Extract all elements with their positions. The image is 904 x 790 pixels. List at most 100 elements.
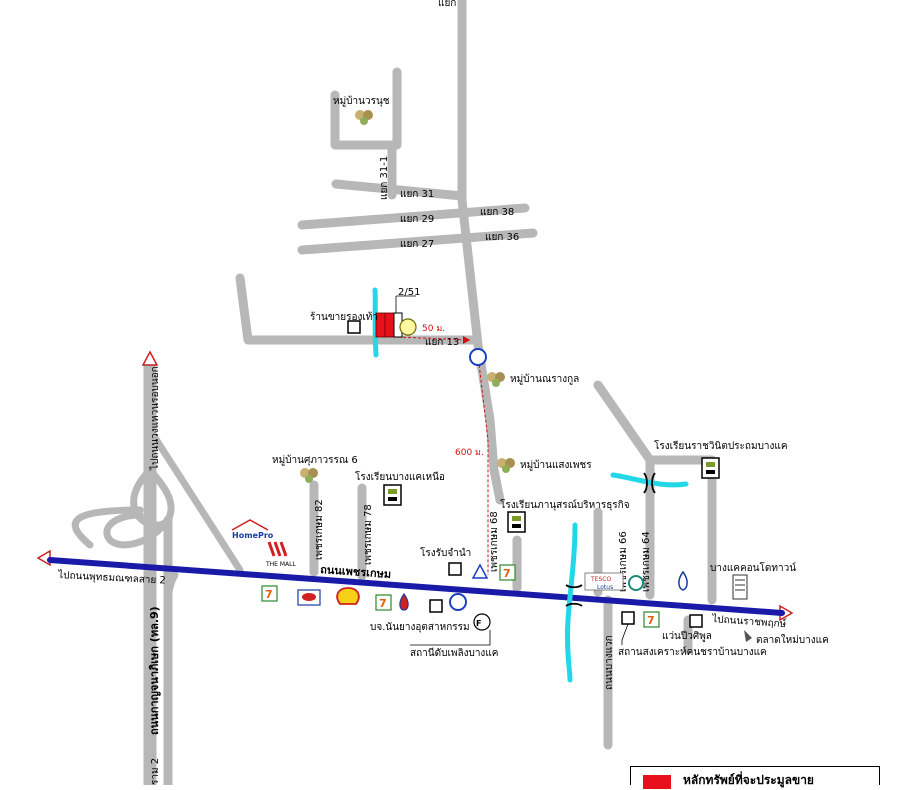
label-pawn-shop: โรงรับจำนำ bbox=[420, 546, 471, 559]
label-soi-31-1: แยก 31-1 bbox=[379, 156, 390, 200]
svg-text:HomePro: HomePro bbox=[232, 531, 274, 540]
label-kanchana: ถนนกาญจนาภิเษก (ทล.9) bbox=[148, 606, 161, 735]
canal-north bbox=[372, 287, 379, 358]
label-soi-31: แยก 31 bbox=[400, 189, 434, 200]
label-shoe-shop: ร้านขายรองเท้า bbox=[310, 311, 378, 323]
landmarks: หมู่บ้านวรนุช ร้านขายรองเท้า หมู่บ้านณรา… bbox=[231, 95, 829, 659]
svg-text:7: 7 bbox=[379, 597, 387, 610]
label-fire-station: สถานีดับเพลิงบางแค bbox=[410, 647, 498, 659]
label-elderly-home: สถานสงเคราะห์คนชราบ้านบางแค bbox=[618, 646, 767, 658]
route-600m bbox=[477, 354, 489, 575]
distance-50m: 50 ม. bbox=[422, 324, 445, 334]
elderly-home-leader bbox=[621, 623, 629, 645]
ptt-icon bbox=[471, 563, 489, 579]
the-mall-logo: THE MALL bbox=[265, 541, 296, 568]
label-soi-68: เพชรเกษม 68 bbox=[489, 511, 500, 572]
label-soi-64: เพชรเกษม 64 bbox=[641, 531, 652, 592]
label-soi-27: แยก 27 bbox=[400, 239, 434, 250]
roundabout-icon bbox=[449, 593, 467, 611]
pump-icon bbox=[399, 592, 409, 611]
svg-text:7: 7 bbox=[503, 567, 511, 580]
village-icon bbox=[487, 372, 505, 387]
roundabout-icon bbox=[469, 348, 487, 366]
label-school-rachawinit: โรงเรียนราชวินิตประถมบางแค bbox=[654, 439, 788, 452]
road-soi-29-38 bbox=[297, 203, 530, 230]
property-number: 2/51 bbox=[398, 287, 420, 298]
road-woranut bbox=[330, 67, 402, 150]
property-marker bbox=[399, 318, 417, 336]
label-to-wongwaen: ไปถนนวงแหวนรอบนอก bbox=[149, 366, 161, 471]
label-saengphet: หมู่บ้านแสงเพชร bbox=[520, 459, 592, 471]
label-suphawan: หมู่บ้านศุภาวรรณ 6 bbox=[272, 454, 358, 466]
label-optical-shop: แว่นปีวศิพูล bbox=[662, 630, 712, 642]
label-right-to: ไปถนนราชพฤกษ์ bbox=[711, 613, 787, 630]
label-nawarangkun: หมู่บ้านณรางกูล bbox=[510, 373, 579, 385]
road-ramp-south bbox=[164, 571, 179, 644]
canal-east bbox=[610, 472, 689, 488]
label-school-bangkhae: โรงเรียนบางแคเหนือ bbox=[355, 470, 445, 483]
label-soi-82: เพชรเกษม 82 bbox=[314, 499, 325, 560]
road-ramp-diag bbox=[146, 426, 244, 574]
seven-eleven-icon: 7 bbox=[375, 594, 392, 611]
village-icon bbox=[300, 468, 318, 483]
canals bbox=[372, 287, 689, 683]
road-interchange-ramp bbox=[71, 506, 144, 549]
label-soi-66: เพชรเกษม 66 bbox=[618, 531, 629, 592]
pawn-shop-icon bbox=[448, 562, 462, 576]
label-left-to: ไปถนนพุทธมณฑลสาย 2 bbox=[57, 569, 166, 587]
svg-text:TESCO: TESCO bbox=[590, 576, 611, 583]
property-site: 2/51 bbox=[375, 287, 420, 338]
road-soi-27-36 bbox=[297, 228, 538, 255]
seven-eleven-icon: 7 bbox=[643, 611, 660, 628]
fire-station-leader bbox=[410, 630, 491, 646]
svg-text:7: 7 bbox=[265, 588, 273, 601]
label-condo: บางแคคอนโดทาวน์ bbox=[710, 561, 796, 574]
bridge-icon bbox=[643, 472, 656, 494]
village-icon bbox=[497, 458, 515, 473]
road-labels: แยก แยก 31-1 แยก 31 แยก 29 แยก 38 แยก 27… bbox=[57, 0, 787, 785]
road-soi-31 bbox=[331, 179, 467, 201]
label-bang-waek: ถนนบางแวก bbox=[604, 635, 615, 690]
main-road-phetkasem bbox=[47, 557, 785, 616]
elderly-home-icon bbox=[621, 611, 635, 625]
route-50m bbox=[397, 336, 471, 341]
homepro-logo: HomePro bbox=[231, 519, 274, 540]
svg-text:7: 7 bbox=[647, 614, 655, 627]
market-icon bbox=[744, 630, 752, 642]
school-icon bbox=[507, 511, 526, 533]
bank-icon bbox=[678, 570, 688, 591]
label-north-top: แยก bbox=[438, 0, 456, 9]
label-soi-36: แยก 36 bbox=[485, 232, 519, 243]
fire-station-icon: F bbox=[473, 613, 491, 631]
legend: หลักทรัพย์ที่จะประมูลขาย bbox=[630, 766, 880, 789]
label-main-road: ถนนเพชรเกษม bbox=[320, 563, 392, 581]
road-soi-13 bbox=[235, 273, 480, 345]
svg-text:Lotus: Lotus bbox=[597, 584, 613, 591]
legend-text: หลักทรัพย์ที่จะประมูลขาย bbox=[683, 773, 814, 787]
label-soi-78: เพชรเกษม 78 bbox=[363, 504, 374, 565]
road-interchange bbox=[130, 466, 175, 529]
label-soi-13: แยก 13 bbox=[425, 337, 459, 348]
distance-600m: 600 ม. bbox=[455, 448, 484, 458]
seven-eleven-icon: 7 bbox=[261, 585, 278, 602]
secondary-roads bbox=[71, 0, 717, 785]
school-icon bbox=[701, 457, 720, 479]
canal-center bbox=[564, 522, 578, 683]
shoe-shop-icon bbox=[347, 320, 361, 334]
road-north-soi bbox=[457, 0, 505, 505]
label-company: บจ.นันยางอุตสาหกรรม bbox=[370, 622, 470, 633]
shell-icon bbox=[336, 587, 360, 605]
seven-eleven-icon: 7 bbox=[499, 564, 516, 581]
company-icon bbox=[429, 599, 443, 613]
arrow-north-icon bbox=[141, 350, 159, 366]
label-soi-29: แยก 29 bbox=[400, 214, 434, 225]
gas-station-icon bbox=[628, 575, 644, 591]
svg-text:F: F bbox=[476, 619, 481, 628]
village-icon bbox=[355, 110, 373, 125]
label-bottom-left: ราม 2 bbox=[150, 758, 161, 785]
svg-text:THE MALL: THE MALL bbox=[265, 561, 296, 568]
legend-swatch bbox=[643, 775, 671, 789]
optical-shop-icon bbox=[689, 614, 703, 628]
school-icon bbox=[383, 484, 402, 506]
